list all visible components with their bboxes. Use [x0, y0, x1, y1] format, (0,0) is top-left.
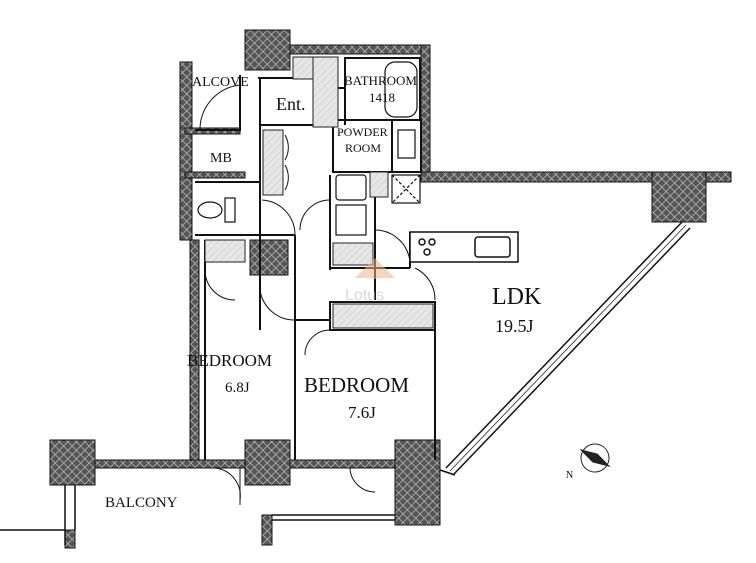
room-label-powder: POWDER [337, 125, 388, 139]
structural-walls [49, 29, 732, 549]
room-label-alcove: ALCOVE [192, 75, 249, 90]
room-label-entrance: Ent. [276, 94, 306, 114]
compass-icon [579, 443, 611, 473]
balcony-outline [0, 485, 395, 545]
watermark-logo: Lotus [345, 258, 395, 304]
bedroom-1-size: 6.8J [225, 380, 250, 396]
room-label-balcony: BALCONY [105, 495, 178, 511]
storage-closets [204, 56, 434, 329]
ldk-size: 19.5J [495, 316, 534, 336]
room-label-ldk: LDK [492, 284, 542, 310]
room-label-bathroom: BATHROOM [344, 73, 417, 88]
room-label-mb: MB [210, 151, 232, 166]
compass-label: N [566, 470, 573, 481]
bath-fixtures [197, 61, 421, 236]
room-label-powder-room: ROOM [345, 141, 381, 155]
svg-text:Lotus: Lotus [345, 287, 384, 304]
room-label-bedroom-2: BEDROOM [304, 373, 409, 397]
bedroom-2-size: 7.6J [348, 403, 376, 422]
bath-size: 1418 [369, 90, 395, 105]
kitchen-counter [409, 231, 519, 263]
ldk-window [439, 221, 691, 476]
door-swings [199, 84, 436, 505]
room-label-bedroom-1: BEDROOM [187, 351, 272, 370]
